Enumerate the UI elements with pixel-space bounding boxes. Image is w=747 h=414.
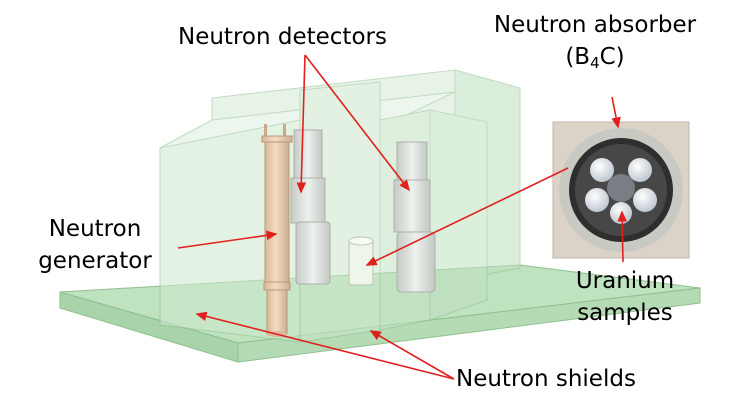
annotation-arrows <box>177 54 627 380</box>
arrow-absorber <box>611 96 621 129</box>
arrow-shield-right <box>369 330 455 380</box>
arrow-uranium <box>617 210 627 263</box>
label-absorber-formula: (B4C) <box>450 44 740 72</box>
sample-holder <box>348 236 374 286</box>
label-uranium-samples-2: samples <box>577 300 673 326</box>
absorber-formula-sub: 4 <box>590 54 600 72</box>
neutron-shield-walls <box>159 69 521 343</box>
label-neutron-generator-1: Neutron <box>48 216 142 242</box>
arrow-detectors-right <box>304 54 410 192</box>
neutron-generator <box>261 124 293 337</box>
label-neutron-detectors: Neutron detectors <box>178 24 387 50</box>
label-neutron-absorber: Neutron absorber <box>493 12 697 38</box>
absorber-formula-post: C) <box>599 44 625 70</box>
label-neutron-shields: Neutron shields <box>456 366 636 392</box>
arrow-detectors-left <box>296 54 307 194</box>
neutron-detector-right <box>393 141 436 293</box>
label-uranium-samples-1: Uranium <box>575 268 675 294</box>
arrow-shield-left <box>195 311 455 380</box>
neutron-detector-left <box>290 129 331 285</box>
arrow-generator <box>177 230 278 249</box>
absorber-photo <box>552 121 690 259</box>
arrow-sample-holder <box>365 167 569 266</box>
absorber-formula-pre: (B <box>565 44 591 70</box>
label-neutron-generator-2: generator <box>38 248 152 274</box>
